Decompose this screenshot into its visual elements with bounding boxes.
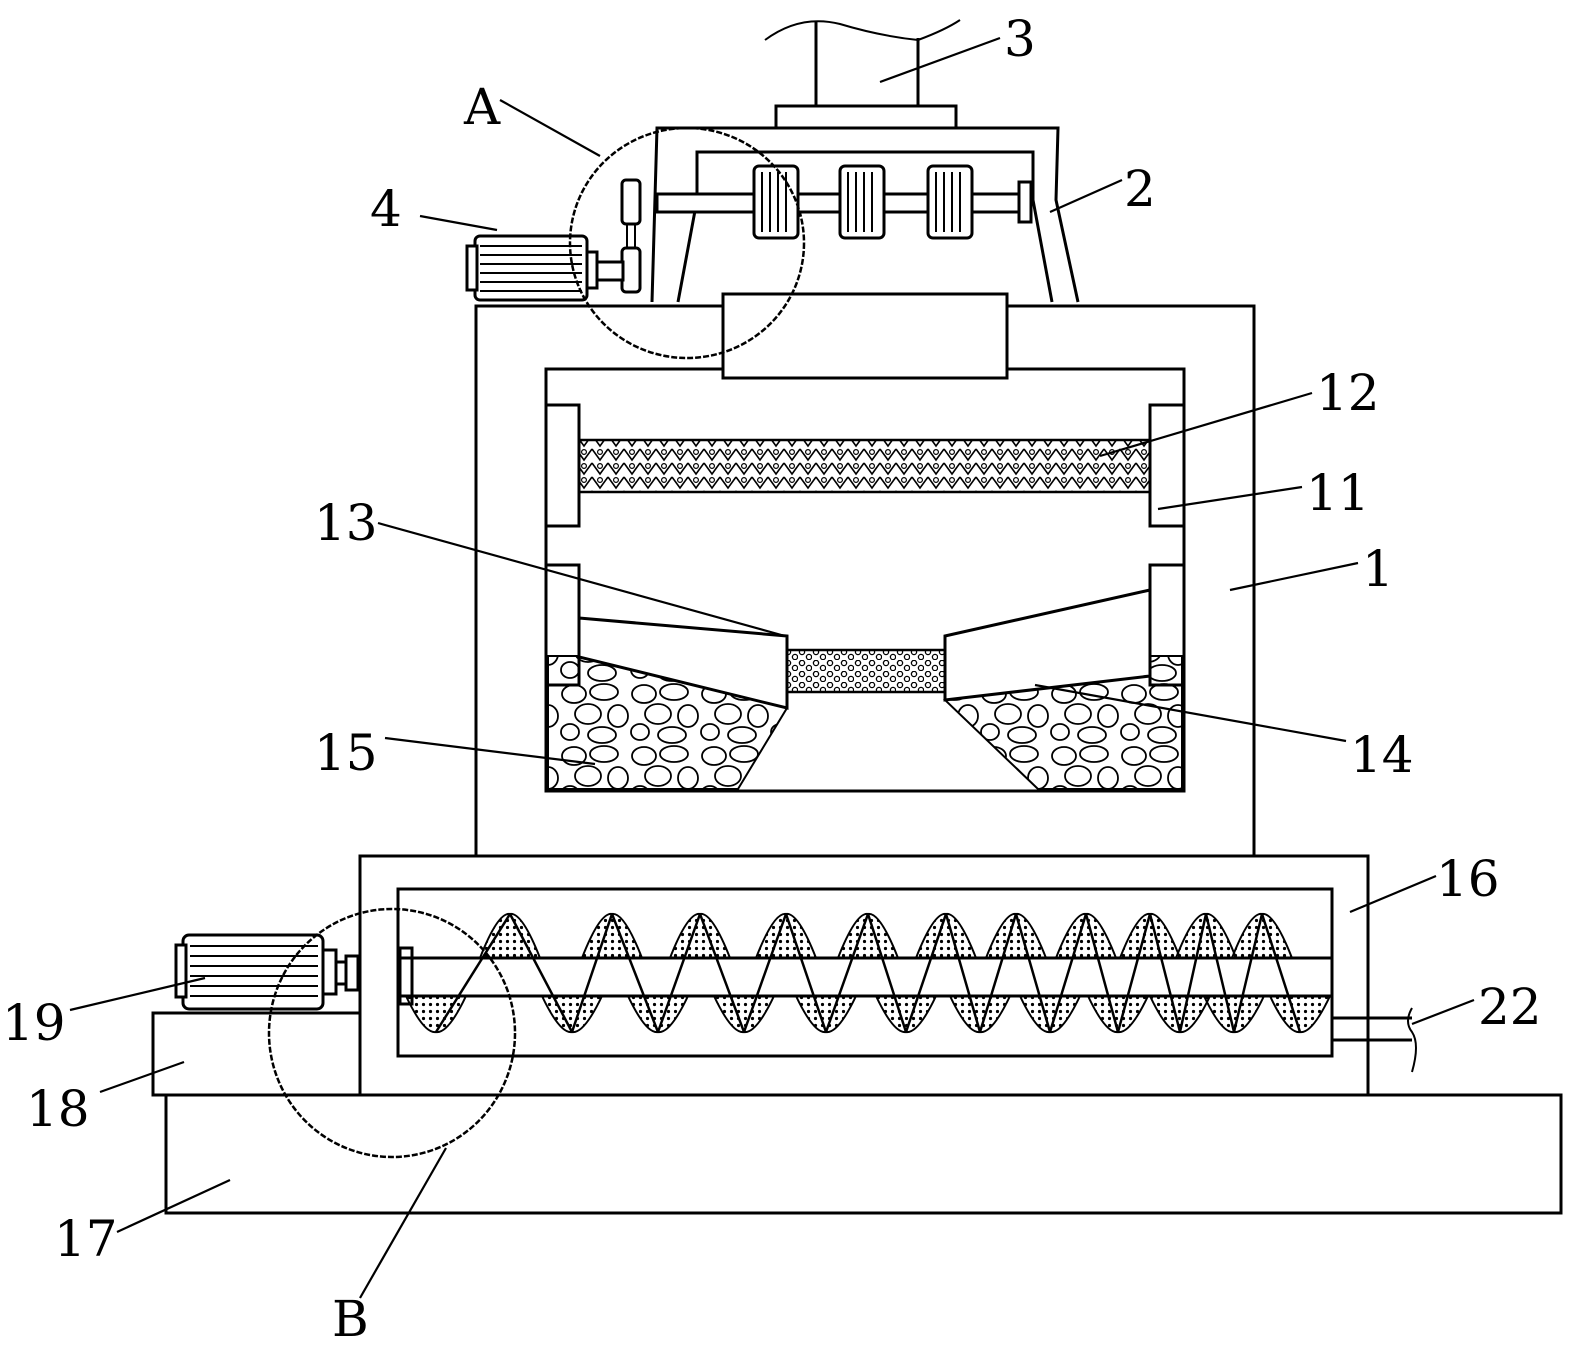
screw-helix-segment — [1232, 913, 1264, 1033]
screw-helix-segment — [904, 913, 948, 1033]
leader-lines — [69, 36, 1475, 1299]
screw-helix-segment — [1014, 913, 1052, 1033]
screw-helix-segment — [1260, 913, 1302, 1033]
screw-helix-segment — [824, 913, 870, 1033]
feed-pipe — [764, 19, 961, 130]
screw-helix-segment — [1084, 913, 1120, 1033]
screw-flight-trough — [1268, 995, 1332, 1034]
label-14: 14 — [1350, 726, 1414, 784]
motor-support-block — [151, 1011, 362, 1097]
screw-helix-segment — [1148, 913, 1182, 1033]
crusher-rollers — [752, 164, 974, 240]
callout-labels: 1 2 3 4 11 12 13 14 15 16 17 18 19 22 A … — [2, 10, 1542, 1348]
upper-filter-screen — [544, 403, 1186, 528]
label-12: 12 — [1316, 364, 1380, 422]
screw-helix-segment — [978, 913, 1018, 1033]
screw-helix-segment — [508, 913, 574, 1033]
label-19: 19 — [2, 994, 66, 1052]
top-housing — [620, 126, 1080, 380]
screw-helix-segment — [570, 913, 614, 1033]
screw-helix-segment — [1116, 913, 1152, 1033]
label-4: 4 — [370, 180, 402, 238]
label-2: 2 — [1124, 160, 1156, 218]
label-b: B — [332, 1290, 369, 1348]
screw-helix-segment — [1204, 913, 1236, 1033]
label-3: 3 — [1004, 10, 1036, 68]
screw-helix-segment — [656, 913, 702, 1033]
detail-circle-b — [267, 907, 517, 1159]
label-16: 16 — [1436, 850, 1500, 908]
screw-helix-segment — [784, 913, 828, 1033]
label-a: A — [463, 78, 501, 136]
label-13: 13 — [314, 494, 378, 552]
screw-helix-segment — [1048, 913, 1088, 1033]
screw-helix-segment — [610, 913, 660, 1033]
detail-circle-a — [568, 126, 806, 360]
crusher-motor — [465, 234, 625, 302]
screw-conveyor — [396, 912, 1334, 1034]
label-11: 11 — [1306, 464, 1370, 522]
screw-helix-segment — [866, 913, 908, 1033]
label-18: 18 — [26, 1080, 90, 1138]
funnel-and-stone-filter — [544, 563, 1186, 790]
screw-helix-segment — [1178, 913, 1208, 1033]
screw-flights — [404, 912, 1332, 1034]
screw-helix-segment — [944, 913, 982, 1033]
screw-helix-segment — [742, 913, 788, 1033]
label-17: 17 — [54, 1210, 118, 1268]
screw-helix-segment — [434, 913, 512, 1033]
label-15: 15 — [314, 724, 378, 782]
base-plate — [164, 1093, 1563, 1215]
label-22: 22 — [1478, 978, 1542, 1036]
label-1: 1 — [1362, 540, 1394, 598]
conveyor-motor — [174, 933, 362, 1011]
screw-helix-segment — [698, 913, 746, 1033]
